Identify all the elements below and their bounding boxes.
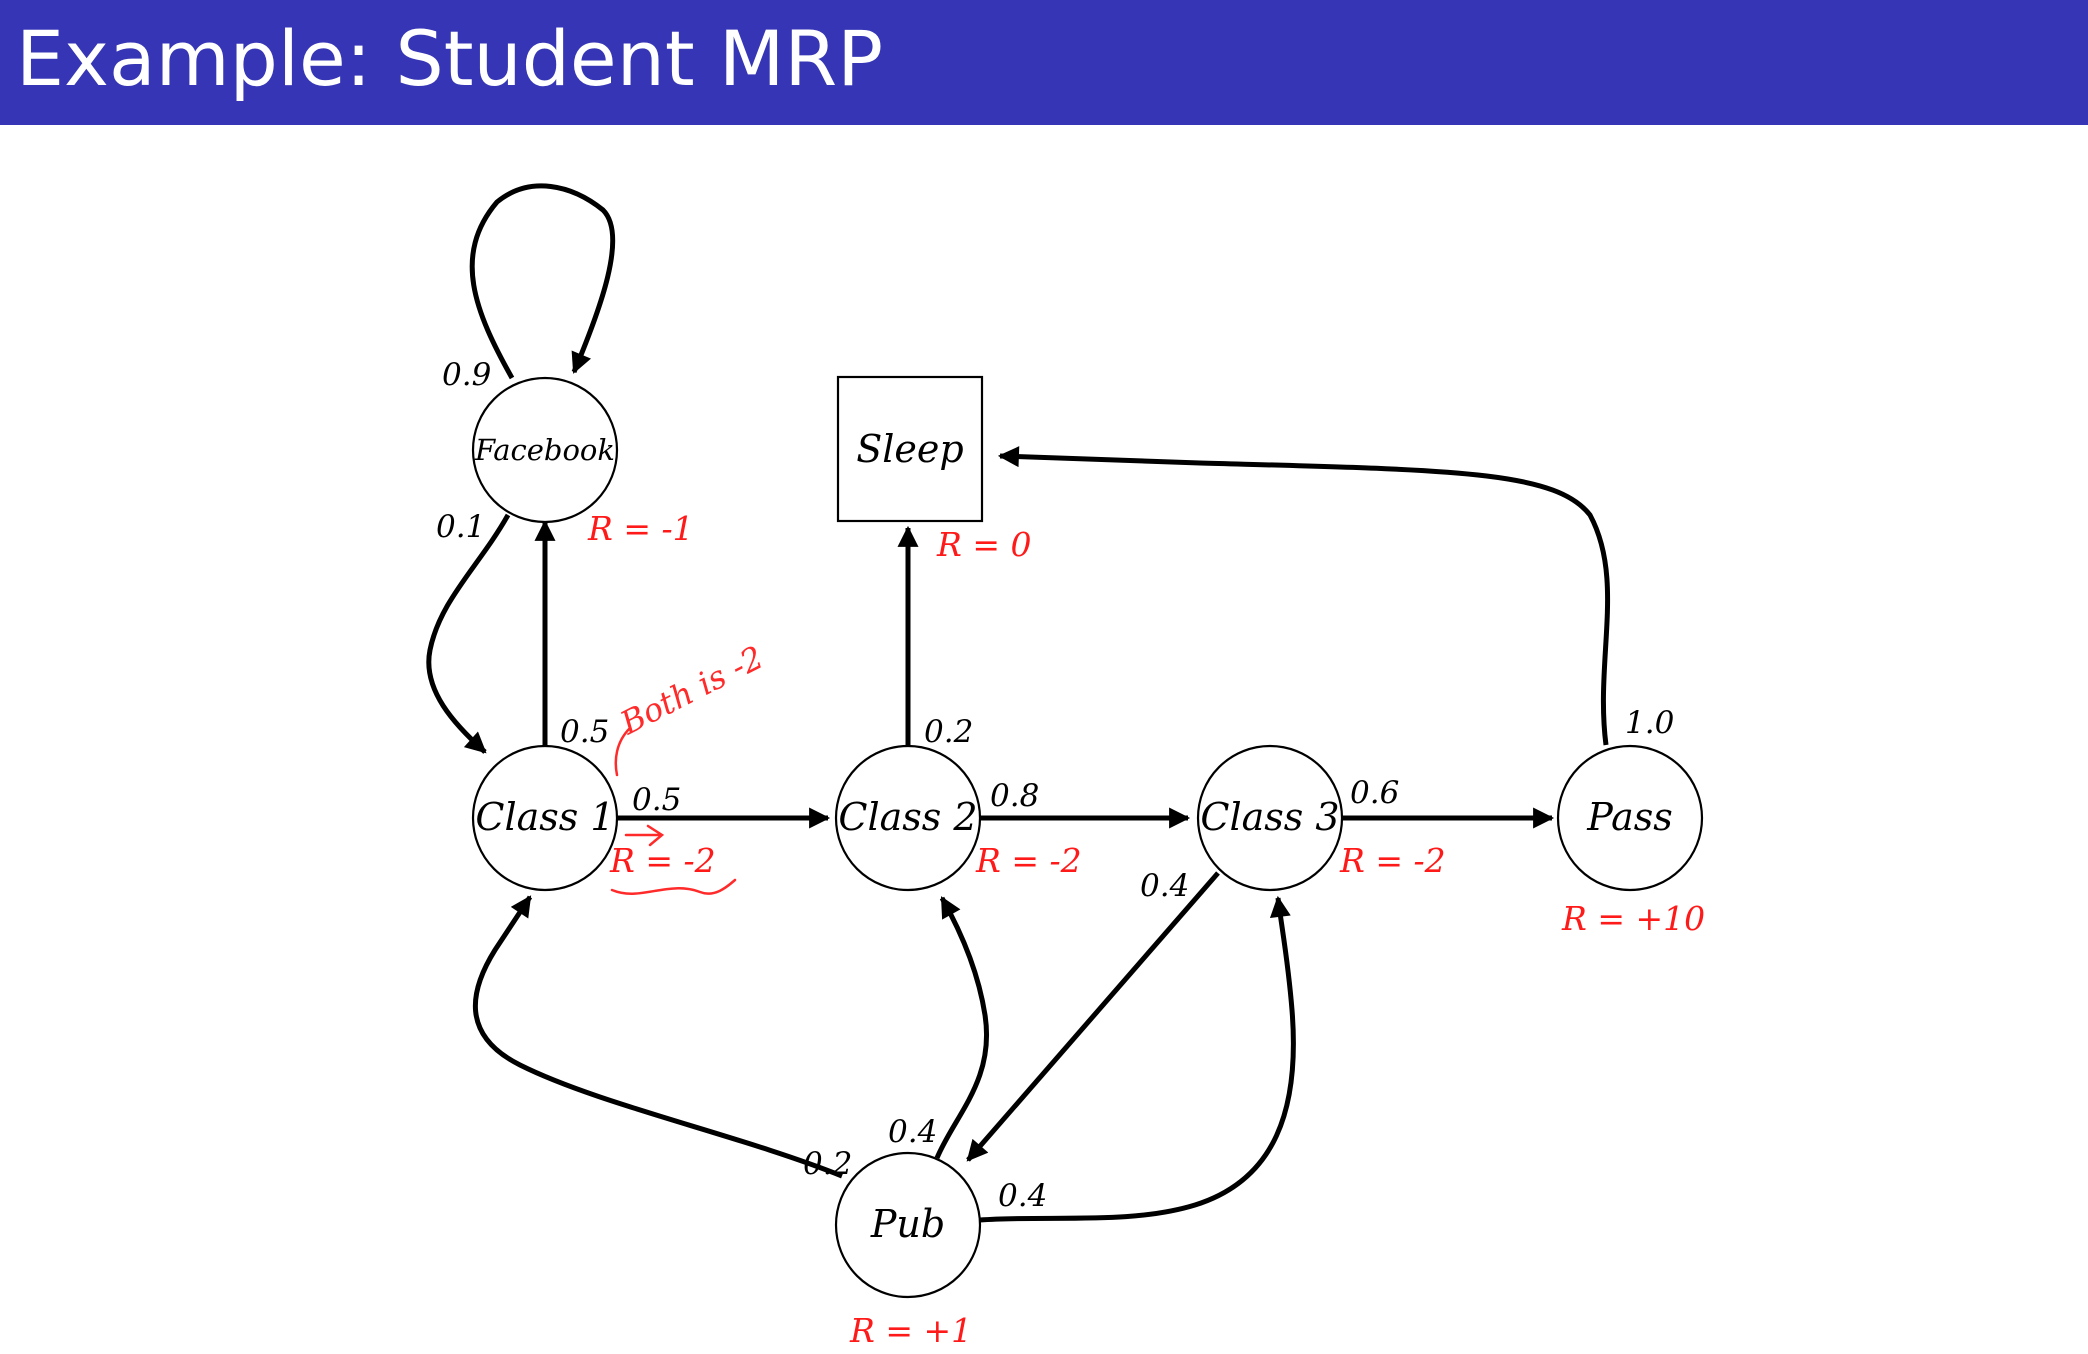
node-facebook: Facebook bbox=[471, 376, 619, 524]
prob-class1-to-class2: 0.5 bbox=[632, 782, 681, 818]
node-class2-label: Class 2 bbox=[838, 795, 977, 839]
node-class2: Class 2 bbox=[834, 744, 982, 892]
annotation-arrow bbox=[624, 824, 665, 847]
reward-class3: R = -2 bbox=[1339, 841, 1446, 880]
edge-facebook-self-loop bbox=[469, 183, 616, 380]
prob-facebook-to-class1: 0.1 bbox=[436, 509, 485, 545]
node-pass: Pass bbox=[1556, 744, 1704, 892]
reward-class1: R = -2 bbox=[609, 841, 716, 880]
prob-pass-to-sleep: 1.0 bbox=[1625, 705, 1674, 741]
node-class1-label: Class 1 bbox=[475, 795, 614, 839]
slide-title: Example: Student MRP bbox=[16, 14, 884, 103]
edge-pub-to-class2 bbox=[934, 896, 989, 1159]
title-bar: Example: Student MRP bbox=[0, 0, 2088, 125]
node-class3: Class 3 bbox=[1196, 744, 1344, 892]
annotation-hook bbox=[614, 726, 632, 777]
node-facebook-label: Facebook bbox=[474, 433, 615, 467]
node-pass-label: Pass bbox=[1586, 795, 1673, 839]
edge-pass-to-sleep bbox=[997, 446, 1611, 746]
edge-pub-to-class3 bbox=[979, 895, 1296, 1223]
prob-pub-to-class3: 0.4 bbox=[998, 1178, 1047, 1214]
edge-class3-to-pub bbox=[966, 871, 1220, 1162]
annotation-text: Both is -2 bbox=[613, 638, 769, 742]
edge-facebook-to-class1 bbox=[426, 513, 511, 754]
prob-pub-to-class1: 0.2 bbox=[803, 1146, 852, 1182]
reward-class2: R = -2 bbox=[975, 841, 1082, 880]
prob-pub-to-class2: 0.4 bbox=[888, 1114, 937, 1150]
prob-class3-to-pass: 0.6 bbox=[1350, 775, 1399, 811]
reward-pub: R = +1 bbox=[849, 1311, 972, 1350]
prob-class1-to-facebook: 0.5 bbox=[560, 714, 609, 750]
reward-facebook: R = -1 bbox=[587, 509, 694, 548]
node-pub-label: Pub bbox=[870, 1202, 945, 1246]
prob-class3-to-pub: 0.4 bbox=[1140, 868, 1189, 904]
prob-facebook-self: 0.9 bbox=[442, 357, 491, 393]
prob-class2-to-sleep: 0.2 bbox=[924, 714, 973, 750]
node-pub: Pub bbox=[834, 1151, 982, 1299]
reward-pass: R = +10 bbox=[1561, 899, 1705, 938]
node-sleep-label: Sleep bbox=[856, 427, 964, 471]
node-class1: Class 1 bbox=[471, 744, 619, 892]
reward-sleep: R = 0 bbox=[936, 525, 1031, 564]
prob-class2-to-class3: 0.8 bbox=[990, 778, 1039, 814]
edge-pub-to-class1 bbox=[472, 895, 843, 1179]
annotation-underline bbox=[610, 878, 737, 895]
node-sleep: Sleep bbox=[836, 375, 984, 523]
node-class3-label: Class 3 bbox=[1200, 795, 1339, 839]
